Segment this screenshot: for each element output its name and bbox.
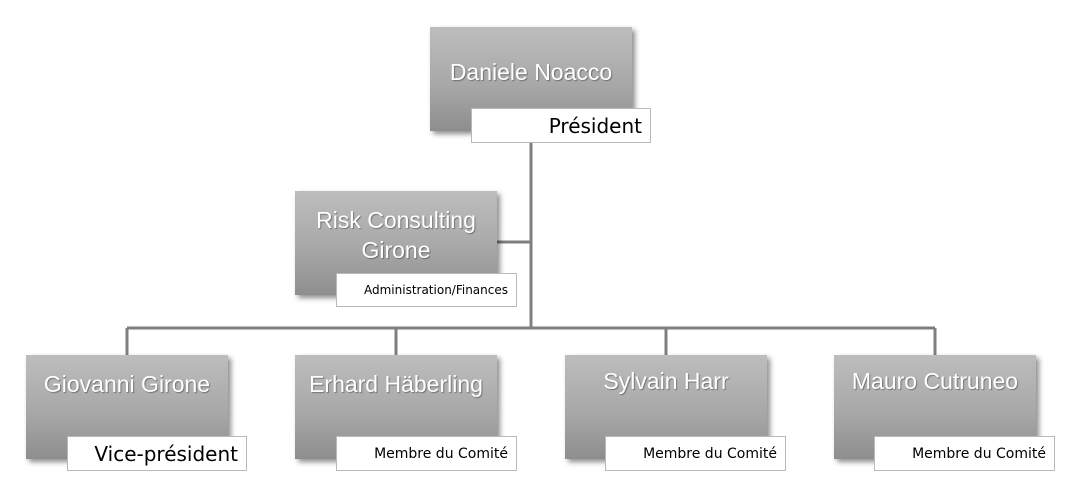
member1-role: Membre du Comité — [336, 436, 517, 471]
vice-president-role: Vice-président — [67, 436, 247, 471]
member2-role: Membre du Comité — [605, 436, 786, 471]
admin-role: Administration/Finances — [336, 273, 517, 307]
president-name: Daniele Noacco — [449, 59, 613, 85]
member3-name: Mauro Cutruneo — [851, 368, 1019, 394]
member2-name: Sylvain Harr — [603, 368, 729, 394]
admin-name: Risk Consulting Girone — [316, 207, 476, 263]
president-role: Président — [471, 108, 651, 143]
member3-role: Membre du Comité — [874, 436, 1055, 471]
vice-president-name: Giovanni Girone — [43, 371, 211, 397]
member1-name: Erhard Häberling — [309, 371, 483, 397]
